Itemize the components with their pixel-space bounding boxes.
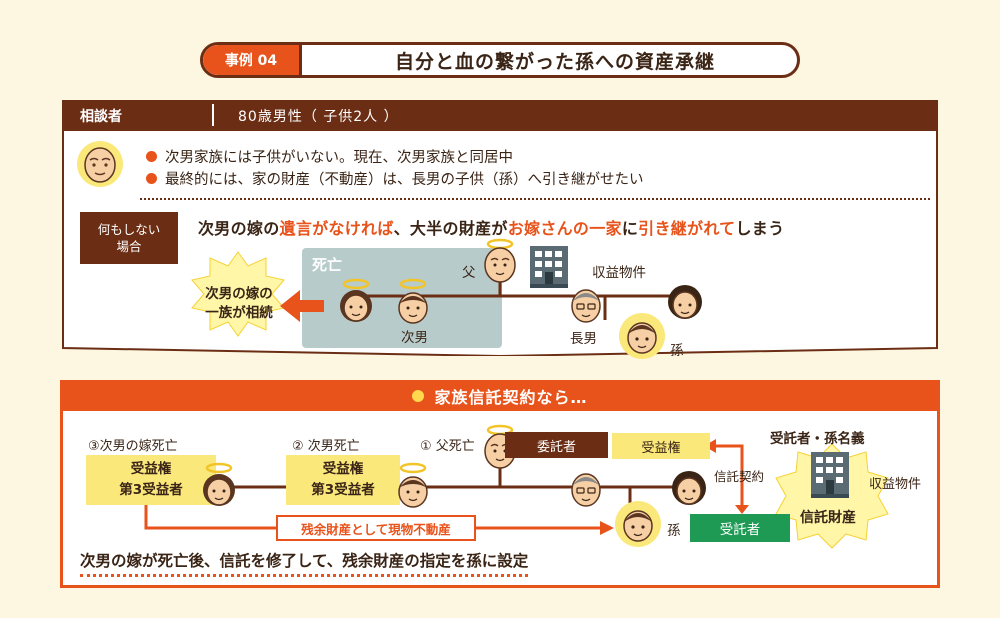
- step2-label: ② 次男死亡: [292, 439, 360, 454]
- case-tag: 事例 04: [203, 45, 299, 75]
- income-property-building-icon: [530, 246, 568, 288]
- father-label: 父: [462, 265, 476, 281]
- trust-banner-text: 家族信託契約なら…: [434, 388, 588, 407]
- no-action-label: 何もしない 場合: [80, 212, 178, 264]
- eldest-son-wife-face-icon: [672, 471, 706, 505]
- beneficiary-right-text: 受益権: [130, 461, 172, 477]
- third-beneficiary-text: 第3受益者: [311, 482, 375, 498]
- eldest-son-face-icon: [571, 289, 601, 323]
- second-son-wife-face-icon: [340, 278, 372, 322]
- consultant-value: 80歳男性（ 子供2人 ）: [238, 109, 399, 125]
- trust-property-label: 信託財産: [800, 510, 856, 526]
- second-son-label: 次男: [401, 330, 428, 346]
- step1-label: ① 父死亡: [420, 439, 475, 454]
- consultant-label: 相談者: [80, 109, 122, 125]
- grandchild-face-icon: [615, 501, 661, 547]
- headline-highlight: お嫁さんの一家: [507, 219, 622, 238]
- trustee-name-label: 受託者・孫名義: [770, 431, 865, 447]
- settlor-box: 委託者: [505, 432, 608, 458]
- beneficiary-right-text: 受益権: [322, 461, 364, 477]
- step2-beneficiary-box: 受益権 第3受益者: [286, 455, 400, 505]
- headline-part: に: [621, 219, 639, 238]
- upper-panel: [62, 130, 938, 356]
- trust-banner: 家族信託契約なら…: [62, 381, 938, 411]
- case-title: 自分と血の繋がった孫への資産承継: [394, 50, 715, 73]
- bullet-text: 次男家族には子供がいない。現在、次男家族と同居中: [165, 150, 513, 166]
- banner-dot-icon: [412, 390, 425, 402]
- trustee-box: 受託者: [690, 514, 790, 542]
- headline-highlight: 引き継がれて: [638, 219, 736, 238]
- bullet-text: 最終的には、家の財産（不動産）は、長男の子供（孫）へ引き継がせたい: [165, 172, 644, 188]
- grandchild-label: 孫: [667, 523, 681, 539]
- second-son-face-icon: [398, 278, 428, 324]
- trust-income-property-label: 収益物件: [869, 477, 922, 492]
- headline-part: しまう: [735, 219, 785, 238]
- father-face-icon: [484, 238, 516, 283]
- second-son-wife-face-icon: [203, 462, 235, 506]
- no-action-line1: 何もしない: [97, 222, 161, 237]
- consultant-separator: [212, 104, 214, 126]
- no-action-headline: 次男の嫁の遺言がなければ、大半の財産がお嫁さんの一家に引き継がれてしまう: [198, 215, 784, 239]
- headline-part: 、大半の財産が: [393, 219, 508, 238]
- third-beneficiary-text: 第3受益者: [119, 482, 183, 498]
- bullet-dot-icon: [146, 173, 157, 184]
- eldest-son-label: 長男: [570, 331, 597, 347]
- step3-label: ③次男の嫁死亡: [88, 439, 178, 454]
- grandchild-face-icon: [619, 313, 665, 359]
- bullet-item: 次男家族には子供がいない。現在、次男家族と同居中: [146, 146, 513, 167]
- grandchild-label: 孫: [670, 343, 684, 359]
- income-property-label: 収益物件: [592, 265, 646, 281]
- case-divider: [299, 45, 302, 75]
- residual-property-box: 残余財産として現物不動産: [276, 515, 476, 541]
- burst-line: 次男の嫁の: [205, 286, 273, 302]
- trust-property-building-icon: [811, 452, 849, 498]
- dotted-separator: [140, 198, 930, 200]
- deceased-label: 死亡: [312, 256, 343, 274]
- eldest-son-wife-face-icon: [668, 285, 702, 319]
- no-action-line2: 場合: [116, 239, 142, 254]
- headline-part: 次男の嫁の: [198, 219, 280, 238]
- headline-highlight: 遺言がなければ: [279, 219, 394, 238]
- trust-conclusion: 次男の嫁が死亡後、信託を修了して、残余財産の指定を孫に設定: [80, 549, 529, 577]
- second-son-face-icon: [398, 462, 428, 508]
- burst-text: 次男の嫁の 一族が相続: [194, 285, 284, 323]
- bullet-dot-icon: [146, 151, 157, 162]
- beneficiary-right-box: 受益権: [612, 433, 710, 459]
- case-header: 事例 04 自分と血の繋がった孫への資産承継: [200, 42, 800, 78]
- step3-beneficiary-box: 受益権 第3受益者: [86, 455, 216, 505]
- burst-line: 一族が相続: [205, 305, 273, 321]
- consultant-face-icon: [77, 141, 123, 187]
- trust-contract-label: 信託契約: [714, 469, 765, 484]
- bullet-item: 最終的には、家の財産（不動産）は、長男の子供（孫）へ引き継がせたい: [146, 168, 644, 189]
- eldest-son-face-icon: [571, 473, 601, 507]
- consultant-bar: 相談者 80歳男性（ 子供2人 ）: [62, 100, 938, 130]
